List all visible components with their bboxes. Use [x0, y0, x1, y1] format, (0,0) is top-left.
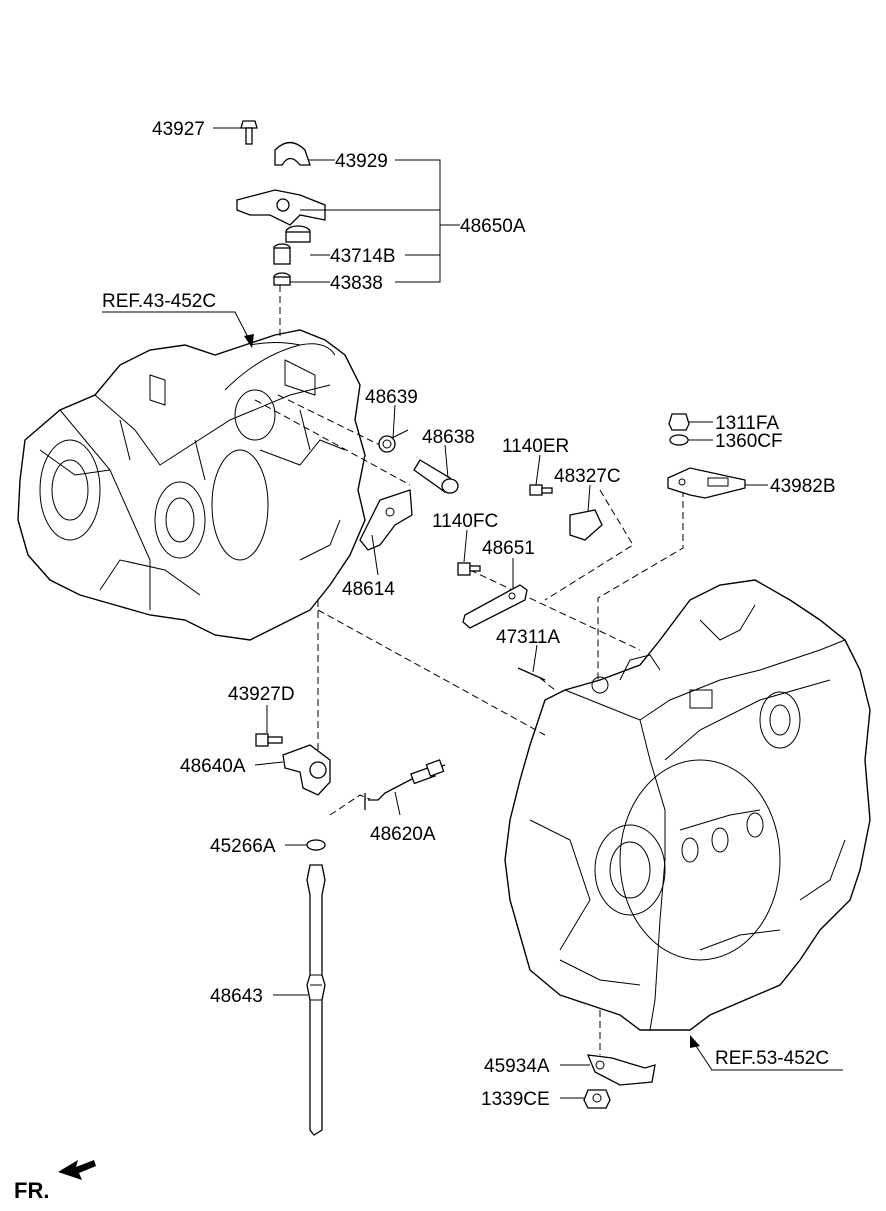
shift-shaft-48643-icon [306, 864, 326, 1136]
cable-48620A-icon [364, 759, 446, 810]
bolt-1140FC-icon [457, 562, 481, 576]
label-43929: 43929 [335, 151, 388, 172]
lever-bracket-48650A-icon [236, 189, 326, 226]
label-48614: 48614 [342, 579, 395, 600]
right-transmission-case [504, 579, 871, 1031]
leader-lines [102, 127, 843, 1099]
label-43838: 43838 [330, 273, 383, 294]
label-48643: 48643 [210, 986, 263, 1007]
label-43927: 43927 [152, 119, 205, 140]
nut-1339CE-icon [583, 1089, 611, 1109]
bracket-45934A-icon [586, 1054, 656, 1086]
plate-43982B-icon [667, 467, 746, 499]
nut-1311FA-icon [668, 413, 690, 431]
clip-43929-icon [274, 141, 311, 166]
left-transmission-case [17, 329, 366, 641]
front-direction-label: FR. [14, 1178, 49, 1203]
label-1311FA: 1311FA [715, 413, 779, 434]
label-48640A: 48640A [180, 756, 246, 777]
bracket-48651-icon [462, 584, 528, 629]
front-arrow-icon [58, 1160, 96, 1180]
bolt-1140ER-icon [529, 484, 553, 496]
label-45934A: 45934A [484, 1056, 550, 1077]
pin-48638-icon [413, 459, 459, 494]
ref-upper-label: REF.43-452C [102, 291, 216, 312]
assembly-lines [254, 285, 684, 1055]
label-48651: 48651 [482, 538, 535, 559]
label-48620A: 48620A [370, 824, 436, 845]
detent-plate-48614-icon [359, 489, 413, 551]
label-43982B: 43982B [770, 476, 836, 497]
washer-43838-icon [273, 272, 291, 286]
label-1360CF: 1360CF [715, 431, 783, 452]
washer-1360CF-icon [669, 434, 689, 446]
label-48650A: 48650A [460, 216, 526, 237]
label-43714B: 43714B [330, 246, 396, 267]
bolt-43927-icon [240, 120, 258, 145]
pin-47311A-icon [517, 667, 546, 681]
ref-lower-label: REF.53-452C [715, 1048, 829, 1069]
spring-48639-icon [378, 429, 409, 453]
label-43927D: 43927D [228, 684, 295, 705]
o-ring-45266A-icon [306, 839, 326, 851]
label-1339CE: 1339CE [481, 1089, 550, 1110]
label-48327C: 48327C [554, 466, 621, 487]
label-1140ER: 1140ER [502, 436, 569, 457]
label-47311A: 47311A [496, 627, 560, 648]
bolt-43927D-icon [255, 733, 283, 747]
bushing-43714B-icon [273, 225, 311, 265]
label-45266A: 45266A [210, 836, 276, 857]
bracket-48640A-icon [282, 744, 331, 796]
bracket-48327C-icon [569, 509, 603, 541]
label-48638: 48638 [422, 427, 475, 448]
label-48639: 48639 [365, 387, 418, 408]
label-1140FC: 1140FC [432, 511, 498, 532]
